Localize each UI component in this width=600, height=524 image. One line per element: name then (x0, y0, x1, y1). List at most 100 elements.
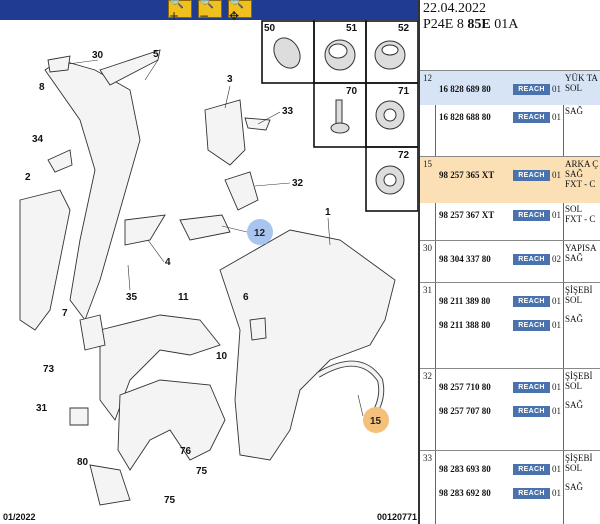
part-number: 98 283 692 80 (439, 488, 491, 498)
callout-8[interactable]: 8 (39, 82, 45, 93)
part-description-line2: SOL (565, 463, 583, 473)
zoom-in-icon: 🔍+ (169, 0, 184, 23)
callout-76[interactable]: 76 (180, 446, 192, 457)
part-quantity: 01 (552, 464, 561, 474)
part-quantity: 01 (552, 488, 561, 498)
diagram-toolbar: 🔍+ 🔍− 🔍✥ (0, 0, 419, 23)
inset-label-70: 70 (346, 86, 358, 97)
footer-ref: 00120771 (376, 512, 417, 522)
footer-date: 01/2022 (3, 512, 36, 522)
callout-75-lower[interactable]: 75 (164, 495, 176, 506)
callout-15[interactable]: 15 (370, 416, 382, 427)
part-description: ARKA Ç (565, 159, 599, 169)
callout-1[interactable]: 1 (325, 207, 331, 218)
reach-badge[interactable]: REACH (513, 320, 550, 331)
part-description: SAĞ (565, 106, 584, 116)
part-index: 12 (423, 73, 432, 83)
part-description: SOL (565, 204, 583, 214)
part-quantity: 02 (552, 254, 561, 264)
exploded-parts-diagram: 🔍+ 🔍− 🔍✥ 50 51 52 70 71 72 (0, 0, 419, 524)
reach-badge[interactable]: REACH (513, 112, 550, 123)
reach-badge[interactable]: REACH (513, 406, 550, 417)
callout-3[interactable]: 3 (227, 74, 233, 85)
inset-label-50: 50 (264, 23, 276, 34)
zoom-out-icon: 🔍− (199, 0, 214, 23)
part-number: 98 257 365 XT (439, 170, 495, 180)
part-quantity: 01 (552, 84, 561, 94)
part-index: 30 (423, 243, 432, 253)
callout-6[interactable]: 6 (243, 292, 249, 303)
callout-75-upper[interactable]: 75 (196, 466, 208, 477)
part-number: 16 828 689 80 (439, 84, 491, 94)
reach-badge[interactable]: REACH (513, 170, 550, 181)
callout-badge-15[interactable] (363, 407, 389, 433)
inset-label-51: 51 (346, 23, 358, 34)
callout-7[interactable]: 7 (62, 308, 68, 319)
part-index: 15 (423, 159, 432, 169)
reach-badge[interactable]: REACH (513, 84, 550, 95)
part-index: 33 (423, 453, 432, 463)
inset-grid (261, 20, 419, 212)
part-description: ŞİŞEBİ (565, 285, 593, 295)
part-description: SAĞ (565, 482, 584, 492)
part-description: SAĞ (565, 314, 584, 324)
callout-35[interactable]: 35 (126, 292, 138, 303)
callout-33[interactable]: 33 (282, 106, 294, 117)
reach-badge[interactable]: REACH (513, 464, 550, 475)
inset-label-52: 52 (398, 23, 410, 34)
callout-badge-12[interactable] (247, 219, 273, 245)
part-description-line2: FXT - C (565, 214, 596, 224)
catalog-code-prefix: P24E 8 (423, 17, 464, 32)
part-number: 98 283 693 80 (439, 464, 491, 474)
zoom-out-button[interactable]: 🔍− (198, 0, 222, 23)
callout-73[interactable]: 73 (43, 364, 55, 375)
callout-11[interactable]: 11 (178, 292, 189, 303)
inset-label-72: 72 (398, 150, 410, 161)
part-quantity: 01 (552, 320, 561, 330)
part-description: YAPISA (565, 243, 597, 253)
callout-31[interactable]: 31 (36, 403, 48, 414)
reach-badge[interactable]: REACH (513, 296, 550, 307)
callout-80[interactable]: 80 (77, 457, 89, 468)
part-quantity: 01 (552, 382, 561, 392)
callout-34[interactable]: 34 (32, 134, 44, 145)
callout-12[interactable]: 12 (254, 228, 266, 239)
part-description-line2: SAĞ (565, 253, 584, 263)
reach-badge[interactable]: REACH (513, 254, 550, 265)
callout-10[interactable]: 10 (216, 351, 228, 362)
part-description: ŞİŞEBİ (565, 371, 593, 381)
part-number: 16 828 688 80 (439, 112, 491, 122)
catalog-code: P24E 8 85E 01A (423, 17, 518, 33)
reach-badge[interactable]: REACH (513, 382, 550, 393)
part-description-line3: FXT - C (565, 179, 596, 189)
callout-2[interactable]: 2 (25, 172, 31, 183)
part-number: 98 304 337 80 (439, 254, 491, 264)
part-number: 98 257 707 80 (439, 406, 491, 416)
part-number: 98 257 367 XT (439, 210, 495, 220)
callout-5[interactable]: 5 (153, 49, 159, 60)
callout-4[interactable]: 4 (165, 257, 171, 268)
reach-badge[interactable]: REACH (513, 210, 550, 221)
part-quantity: 01 (552, 170, 561, 180)
zoom-in-button[interactable]: 🔍+ (168, 0, 192, 23)
part-description-line2: SAĞ (565, 169, 584, 179)
part-index: 32 (423, 371, 432, 381)
part-quantity: 01 (552, 112, 561, 122)
reach-badge[interactable]: REACH (513, 488, 550, 499)
callout-30[interactable]: 30 (92, 50, 104, 61)
pan-button[interactable]: 🔍✥ (228, 0, 252, 23)
callout-32[interactable]: 32 (292, 178, 304, 189)
